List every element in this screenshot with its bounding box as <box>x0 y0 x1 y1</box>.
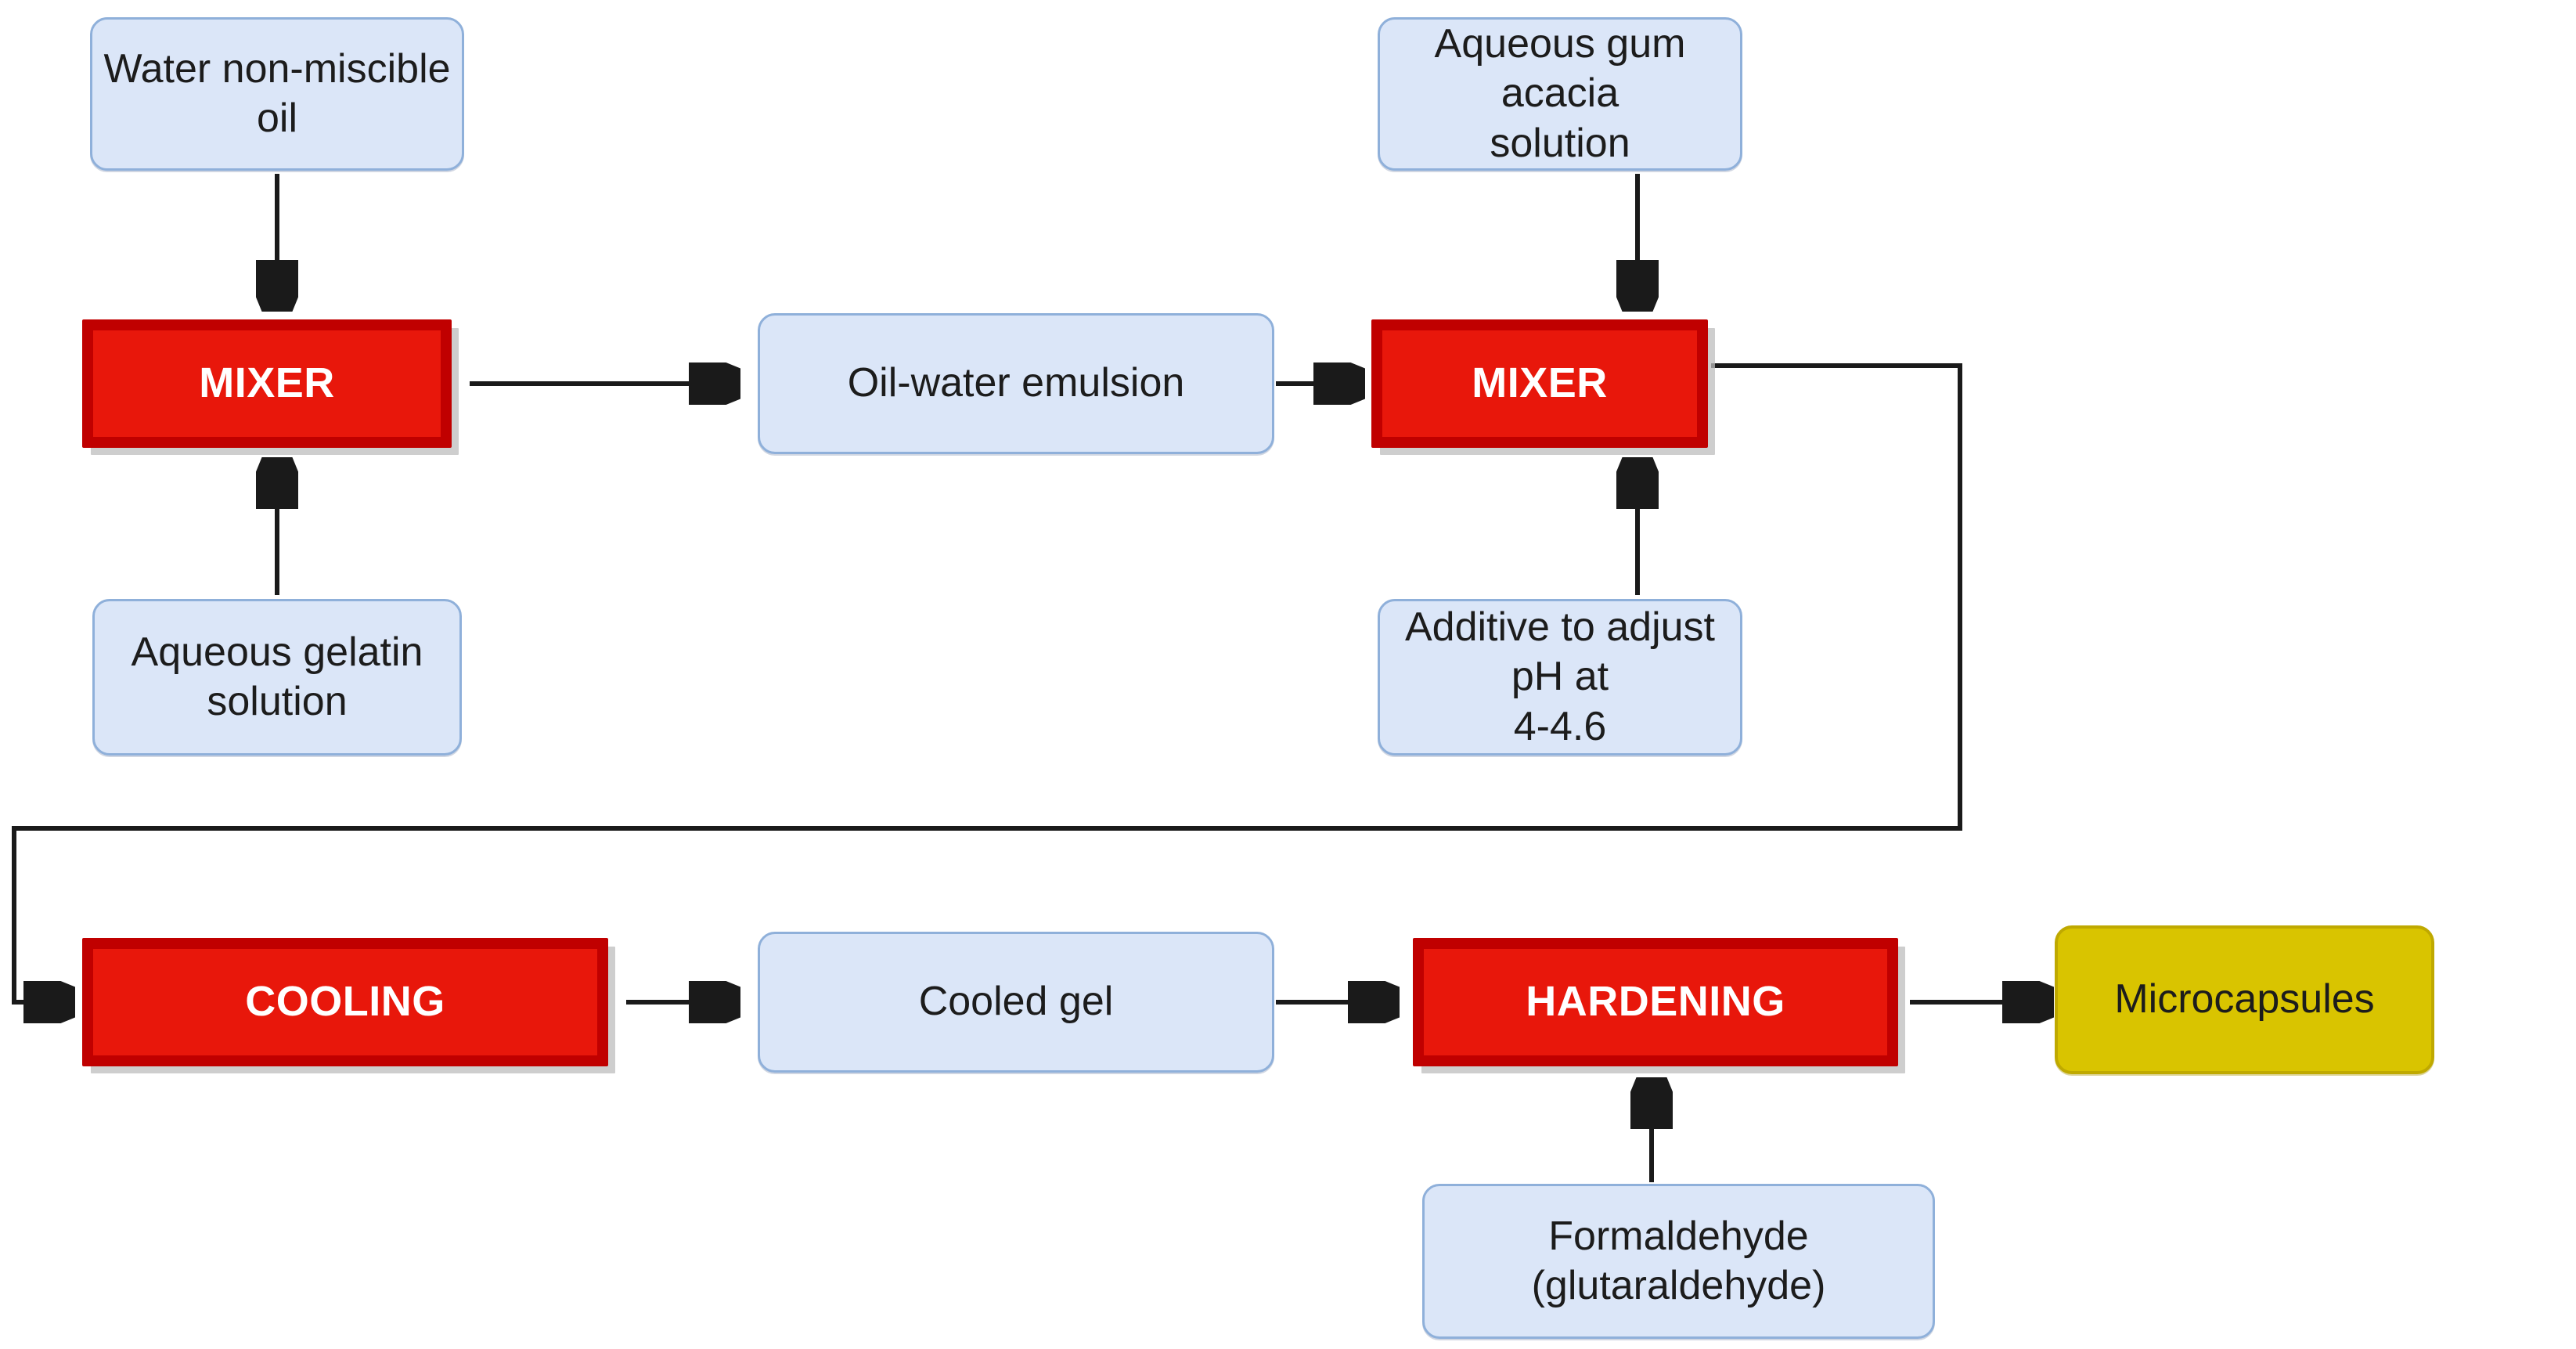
node-label: MIXER <box>199 359 335 407</box>
node-formaldehyde[interactable]: Formaldehyde (glutaraldehyde) <box>1422 1184 1935 1339</box>
node-label-line2: solution <box>1490 120 1630 166</box>
node-microcapsules[interactable]: Microcapsules <box>2055 925 2434 1074</box>
node-mixer-2[interactable]: MIXER <box>1371 319 1708 448</box>
node-oil-water-emulsion[interactable]: Oil-water emulsion <box>758 313 1274 454</box>
node-label: COOLING <box>245 978 445 1026</box>
node-label-line2: solution <box>207 679 348 724</box>
node-label: Oil-water emulsion <box>847 360 1185 406</box>
node-label-wrapper: Formaldehyde (glutaraldehyde) <box>1532 1212 1826 1311</box>
node-additive-ph[interactable]: Additive to adjust pH at 4-4.6 <box>1378 599 1742 756</box>
node-cooling[interactable]: COOLING <box>82 938 608 1066</box>
node-label-line2: (glutaraldehyde) <box>1531 1263 1826 1308</box>
node-label-wrapper: Aqueous gelatin solution <box>132 628 423 727</box>
node-label: HARDENING <box>1526 978 1785 1026</box>
node-label: MIXER <box>1472 359 1608 407</box>
node-mixer-1[interactable]: MIXER <box>82 319 452 448</box>
node-aqueous-gum-acacia-solution[interactable]: Aqueous gum acacia solution <box>1378 17 1742 171</box>
node-label-line1: Aqueous gum acacia <box>1434 20 1686 117</box>
node-label-line1: Additive to adjust pH at <box>1404 604 1716 700</box>
node-label: Cooled gel <box>918 979 1114 1025</box>
node-cooled-gel[interactable]: Cooled gel <box>758 932 1274 1073</box>
node-water-non-miscible-oil[interactable]: Water non-miscible oil <box>90 17 464 171</box>
node-aqueous-gelatin-solution[interactable]: Aqueous gelatin solution <box>92 599 462 756</box>
node-label-line1: Formaldehyde <box>1548 1213 1809 1259</box>
node-label: Water non-miscible oil <box>103 45 451 141</box>
node-label-line2: 4-4.6 <box>1513 703 1607 749</box>
node-label-wrapper: Aqueous gum acacia solution <box>1380 20 1740 168</box>
node-label-wrapper: Additive to adjust pH at 4-4.6 <box>1380 603 1740 752</box>
node-label-line1: Aqueous gelatin <box>131 629 423 675</box>
node-hardening[interactable]: HARDENING <box>1413 938 1898 1066</box>
node-label: Microcapsules <box>2114 976 2375 1023</box>
